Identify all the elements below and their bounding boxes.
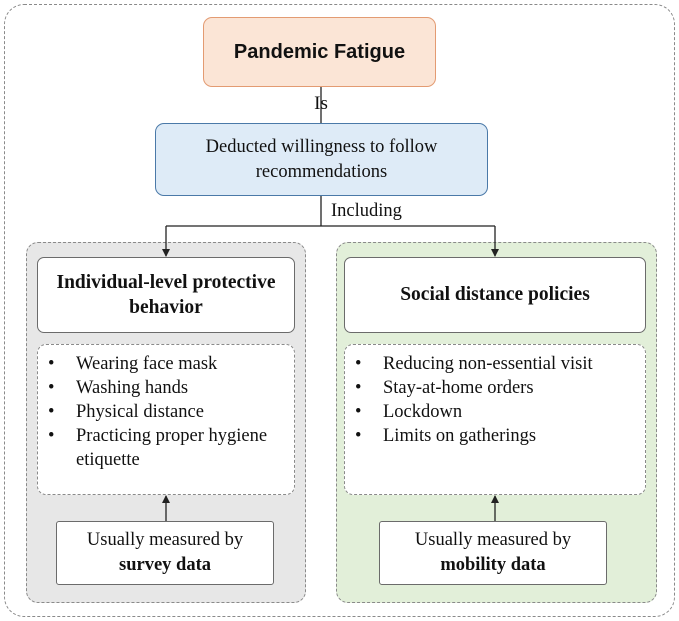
definition-box: Deducted willingness to follow recommend… <box>155 123 488 196</box>
individual-behavior-list: • Wearing face mask • Washing hands • Physi… <box>37 344 295 495</box>
list-item-text: Stay-at-home orders <box>383 378 534 398</box>
social-distance-heading-text: Social distance policies <box>400 284 590 306</box>
list-item: • Stay-at-home orders <box>355 376 645 400</box>
list-item: • Physical distance <box>48 400 294 424</box>
list-item: • Lockdown <box>355 400 645 424</box>
list-item: • Practicing proper hygiene etiquette <box>48 424 294 472</box>
measure-prefix: Usually measured by <box>86 530 244 551</box>
bullet-icon: • <box>355 354 362 374</box>
measure-source: survey data <box>119 555 211 575</box>
bullet-icon: • <box>48 426 55 446</box>
bullet-icon: • <box>355 426 362 446</box>
is-connector-label: Is <box>314 93 328 114</box>
list-item-text: Physical distance <box>76 402 204 422</box>
bullet-icon: • <box>48 378 55 398</box>
list-item: • Reducing non-essential visit <box>355 352 645 376</box>
social-distance-heading: Social distance policies <box>344 257 646 333</box>
definition-text: Deducted willingness to follow recommend… <box>205 137 438 182</box>
bullet-icon: • <box>48 402 55 422</box>
bullet-icon: • <box>355 402 362 422</box>
list-item-text: Reducing non-essential visit <box>383 354 593 374</box>
diagram-frame <box>4 4 675 617</box>
list-item: • Washing hands <box>48 376 294 400</box>
including-connector-label: Including <box>331 201 402 221</box>
mobility-data-box: Usually measured by mobility data <box>379 521 607 585</box>
list-item-text: Lockdown <box>383 402 463 422</box>
pandemic-fatigue-title: Pandemic Fatigue <box>233 40 406 63</box>
list-item-text: Practicing proper hygiene etiquette <box>76 426 268 470</box>
list-item: • Limits on gatherings <box>355 424 645 448</box>
individual-behavior-heading-text: Individual-level protective behavior <box>56 271 276 318</box>
measure-prefix: Usually measured by <box>414 530 572 551</box>
individual-behavior-heading: Individual-level protective behavior <box>37 257 295 333</box>
pandemic-fatigue-box: Pandemic Fatigue <box>203 17 436 87</box>
list-item-text: Limits on gatherings <box>383 426 537 446</box>
measure-source: mobility data <box>440 555 546 575</box>
survey-data-box: Usually measured by survey data <box>56 521 274 585</box>
list-item: • Wearing face mask <box>48 352 294 376</box>
social-distance-list: • Reducing non-essential visit • Stay-at-h… <box>344 344 646 495</box>
list-item-text: Washing hands <box>76 378 189 398</box>
bullet-icon: • <box>355 378 362 398</box>
list-item-text: Wearing face mask <box>76 354 218 374</box>
bullet-icon: • <box>48 354 55 374</box>
